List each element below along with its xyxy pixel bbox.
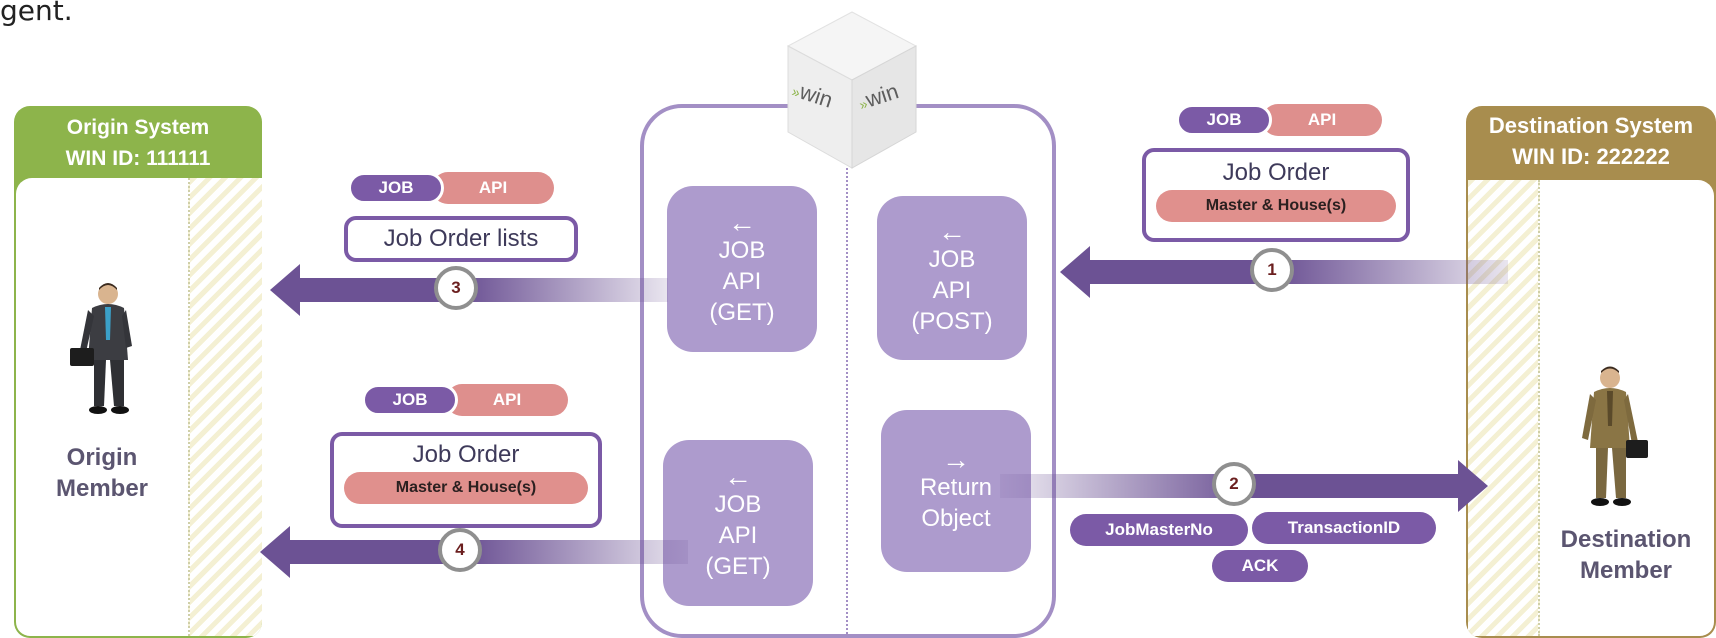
- step3-title: Job Order lists: [383, 225, 539, 252]
- step1-badge: 1: [1250, 248, 1294, 292]
- step4-job-order-frame: Job Order Master & House(s): [330, 432, 602, 528]
- return-line2: Object: [921, 505, 991, 532]
- destination-member-figure: [1572, 364, 1652, 514]
- arrow-left-icon: ←: [724, 460, 752, 492]
- step4-title: Job Order: [412, 441, 520, 468]
- job-api-post-box: ← JOB API (POST): [877, 196, 1027, 360]
- step1-title: Job Order: [1222, 159, 1330, 186]
- get-top-line3: (GET): [709, 298, 775, 326]
- origin-member-line1: Origin: [66, 444, 138, 471]
- origin-hatch-strip: [188, 178, 262, 636]
- step1-job-order-frame: Job Order Master & House(s): [1142, 148, 1410, 242]
- get-bottom-line1: JOB: [714, 490, 762, 518]
- origin-win-id: WIN ID: 111111: [65, 147, 211, 170]
- step1-job-tag: JOB: [1176, 104, 1272, 136]
- step3-api-tag: API: [432, 172, 554, 204]
- step4-arrow-shaft: [288, 540, 688, 564]
- step4-api-tag: API: [446, 384, 568, 416]
- destination-system-title: Destination System: [1488, 113, 1694, 138]
- arrow-right-icon: →: [942, 444, 970, 475]
- server-divider: [846, 168, 848, 638]
- step4-badge: 4: [438, 528, 482, 572]
- step4-sub: Master & House(s): [344, 472, 588, 504]
- intro-text: gent.: [0, 0, 73, 27]
- step2-transactionid-tag: TransactionID: [1252, 512, 1436, 544]
- step3-job-tag: JOB: [348, 172, 444, 204]
- step3-arrowhead: [270, 264, 300, 316]
- destination-win-id: WIN ID: 222222: [1512, 144, 1670, 169]
- get-top-line2: API: [722, 267, 762, 295]
- step3-job-order-lists-frame: Job Order lists: [344, 216, 578, 262]
- origin-system-panel: Origin System WIN ID: 111111 Origin Memb…: [14, 106, 262, 638]
- destination-member-label: Destination Member: [1538, 524, 1714, 586]
- origin-system-title: Origin System: [66, 116, 210, 139]
- step2-arrowhead: [1458, 460, 1488, 512]
- step2-badge: 2: [1212, 462, 1256, 506]
- origin-member-figure: [68, 280, 148, 420]
- origin-member-line2: Member: [55, 475, 149, 502]
- job-api-get-bottom-box: ← JOB API (GET): [663, 440, 813, 606]
- origin-system-body: Origin Member: [16, 178, 262, 636]
- post-line2: API: [932, 276, 972, 304]
- step4-arrowhead: [260, 526, 290, 578]
- step3-badge: 3: [434, 266, 478, 310]
- origin-member-label: Origin Member: [16, 442, 188, 504]
- step2-ack-tag: ACK: [1212, 550, 1308, 582]
- step2-jobmasterno-tag: JobMasterNo: [1070, 514, 1248, 546]
- origin-system-header: Origin System WIN ID: 111111: [14, 106, 262, 174]
- win-cube-logo: »win »win: [784, 10, 920, 170]
- arrow-left-icon: ←: [938, 215, 966, 247]
- arrow-left-icon: ←: [728, 206, 756, 238]
- destination-hatch-strip: [1468, 180, 1540, 636]
- job-api-get-top-box: ← JOB API (GET): [667, 186, 817, 352]
- step3-arrow-shaft: [298, 278, 668, 302]
- post-line1: JOB: [928, 245, 976, 273]
- get-bottom-line2: API: [718, 521, 758, 549]
- get-bottom-line3: (GET): [705, 552, 771, 580]
- destination-member-line2: Member: [1579, 557, 1673, 584]
- destination-member-line1: Destination: [1560, 526, 1692, 553]
- destination-system-body: Destination Member: [1468, 180, 1714, 636]
- step1-api-tag: API: [1262, 104, 1382, 136]
- step1-arrowhead: [1060, 246, 1090, 298]
- destination-system-panel: Destination System WIN ID: 222222 Destin…: [1466, 106, 1716, 638]
- destination-system-header: Destination System WIN ID: 222222: [1466, 106, 1716, 172]
- step4-job-tag: JOB: [362, 384, 458, 416]
- step1-sub: Master & House(s): [1156, 190, 1396, 222]
- get-top-line1: JOB: [718, 236, 766, 264]
- return-line1: Return: [919, 474, 993, 501]
- post-line3: (POST): [911, 307, 993, 335]
- step1-arrow-shaft: [1088, 260, 1508, 284]
